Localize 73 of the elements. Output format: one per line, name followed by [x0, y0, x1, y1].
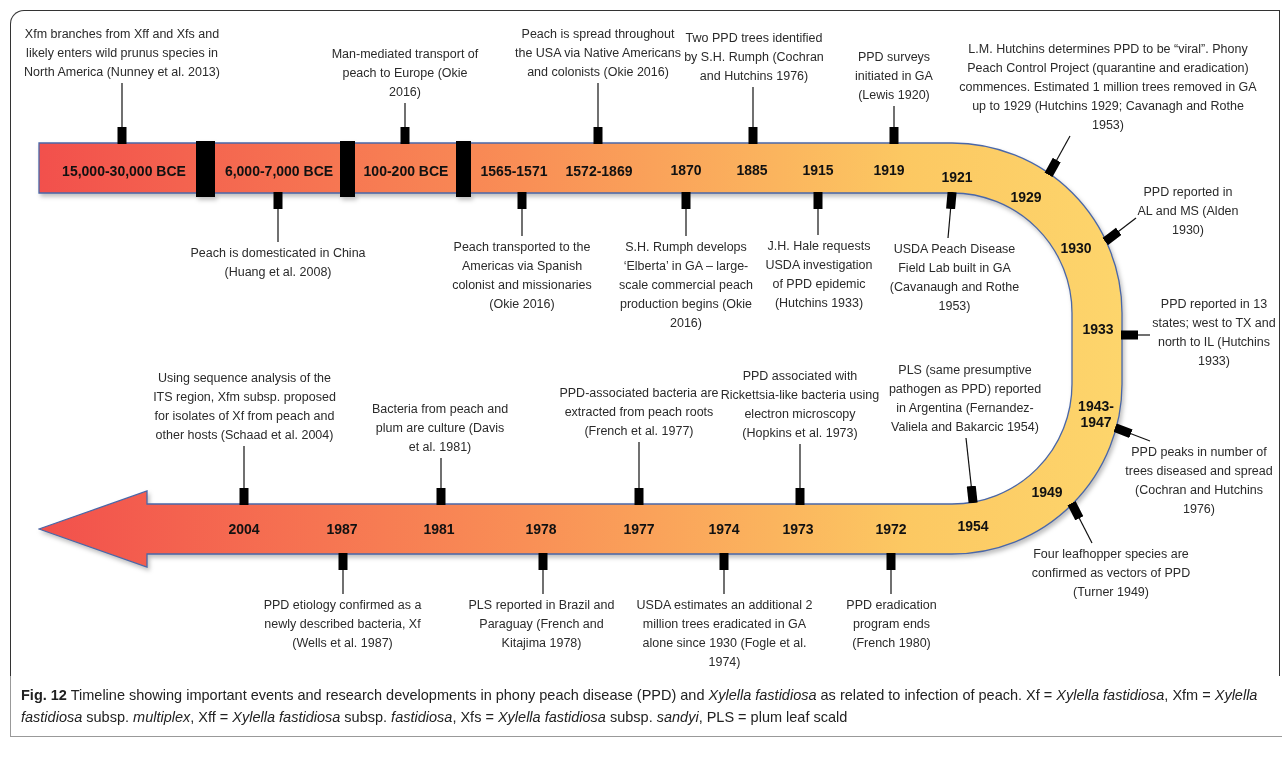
year-label: 1919: [873, 162, 905, 178]
leader-line: [436, 457, 446, 505]
leader-line: [517, 192, 527, 237]
year-label: 1977: [623, 521, 655, 537]
event-description: Peach transported to the Americas via Spanish colonist and missionaries (Okie 2016): [447, 238, 597, 314]
year-label: 1981: [423, 521, 455, 537]
leader-line: [1102, 217, 1137, 246]
year-label: 1943-1947: [1077, 398, 1115, 430]
year-label: 1870: [670, 162, 702, 178]
leader-line: [338, 553, 348, 595]
year-label: 1949: [1031, 484, 1063, 500]
year-label: 1987: [326, 521, 358, 537]
event-description: PLS reported in Brazil and Paraguay (French and Kitajima 1978): [459, 596, 624, 653]
leader-line: [117, 82, 127, 144]
event-description: PPD associated with Rickettsia-like bacteria using electron microscopy (Hopkins et al. 1973): [720, 367, 880, 443]
year-label: 1933: [1082, 321, 1114, 337]
year-label: 1915: [802, 162, 834, 178]
event-description: PLS (same presumptive pathogen as PPD) reported in Argentina (Fernandez-Valiela and Bakarcic 1954): [885, 361, 1045, 437]
year-label: 1973: [782, 521, 814, 537]
year-label: 1885: [736, 162, 768, 178]
event-description: PPD surveys initiated in GA (Lewis 1920): [838, 48, 950, 105]
leader-line: [748, 86, 758, 144]
leader-line: [1113, 423, 1151, 442]
year-label: 1972: [875, 521, 907, 537]
leader-line: [965, 437, 978, 504]
event-description: PPD-associated bacteria are extracted from peach roots (French et al. 1977): [559, 384, 719, 441]
year-label: 1565-1571: [480, 163, 548, 179]
event-description: S.H. Rumph develops ‘Elberta’ in GA – large-scale commercial peach production begins (Okie 2016): [611, 238, 761, 333]
leader-line: [813, 192, 823, 236]
event-description: J.H. Hale requests USDA investigation of PPD epidemic (Hutchins 1933): [759, 237, 879, 313]
leader-line: [719, 553, 729, 595]
year-label: 6,000-7,000 BCE: [224, 163, 334, 179]
event-description: Using sequence analysis of the ITS region, Xfm subsp. proposed for isolates of Xf from peach and other hosts (Schaad et al. 2004): [147, 369, 342, 445]
year-label: 1572-1869: [565, 163, 633, 179]
event-description: Bacteria from peach and plum are culture (Davis et al. 1981): [370, 400, 510, 457]
year-label: 100-200 BCE: [363, 163, 449, 179]
event-description: PPD eradication program ends (French 1980): [834, 596, 949, 653]
year-label: 1930: [1060, 240, 1092, 256]
event-description: PPD etiology confirmed as a newly described bacteria, Xf (Wells et al. 1987): [255, 596, 430, 653]
event-description: PPD reported in AL and MS (Alden 1930): [1136, 183, 1240, 240]
year-label: 15,000-30,000 BCE: [62, 163, 186, 179]
leader-line: [889, 105, 899, 144]
leader-line: [1067, 501, 1093, 544]
event-description: Four leafhopper species are confirmed as vectors of PPD (Turner 1949): [1021, 545, 1201, 602]
year-label: 2004: [228, 521, 260, 537]
event-description: USDA Peach Disease Field Lab built in GA (Cavanaugh and Rothe 1953): [882, 240, 1027, 316]
event-description: PPD peaks in number of trees diseased and spread (Cochran and Hutchins 1976): [1120, 443, 1278, 519]
leader-line: [593, 82, 603, 144]
event-description: USDA estimates an additional 2 million trees eradicated in GA alone since 1930 (Fogle et al. 1974): [627, 596, 822, 672]
leader-line: [681, 192, 691, 237]
leader-line: [634, 441, 644, 505]
year-label: 1974: [708, 521, 740, 537]
leader-line: [795, 443, 805, 505]
timeline-arrow: [38, 141, 1123, 569]
event-description: Peach is spread throughout the USA via Native Americans and colonists (Okie 2016): [513, 25, 683, 82]
leader-line: [1044, 135, 1071, 178]
leader-line: [273, 192, 283, 243]
year-label: 1954: [957, 518, 989, 534]
event-description: L.M. Hutchins determines PPD to be “viral”. Phony Peach Control Project (quarantine and eradication) commences. Estimated 1 million trees removed in GA up to 1929 (Hutchins 1929; Cavanagh and Rothe 1953): [958, 40, 1258, 135]
year-label: 1929: [1010, 189, 1042, 205]
leader-line: [1121, 330, 1151, 340]
figure-caption: Fig. 12 Timeline showing important events and research developments in phony peach disease (PPD) and Xylella fastidiosa as related to infection of peach. Xf = Xylella fastidiosa, Xfm = Xylella fastidiosa subsp. multiplex, Xff = Xylella fastidiosa subsp. fastidiosa, Xfs = Xylella fastidiosa subsp. sandyi, PLS = plum leaf scald: [10, 676, 1282, 737]
event-description: Xfm branches from Xff and Xfs and likely enters wild prunus species in North America (Nunney et al. 2013): [22, 25, 222, 82]
leader-line: [400, 102, 410, 144]
leader-line: [946, 191, 957, 239]
leader-line: [538, 553, 548, 595]
year-label: 1921: [941, 169, 973, 185]
event-description: PPD reported in 13 states; west to TX and north to IL (Hutchins 1933): [1150, 295, 1278, 371]
year-label: 1978: [525, 521, 557, 537]
event-description: Man-mediated transport of peach to Europe (Okie 2016): [330, 45, 480, 102]
event-description: Peach is domesticated in China (Huang et al. 2008): [188, 244, 368, 282]
leader-line: [239, 445, 249, 505]
leader-line: [886, 553, 896, 595]
